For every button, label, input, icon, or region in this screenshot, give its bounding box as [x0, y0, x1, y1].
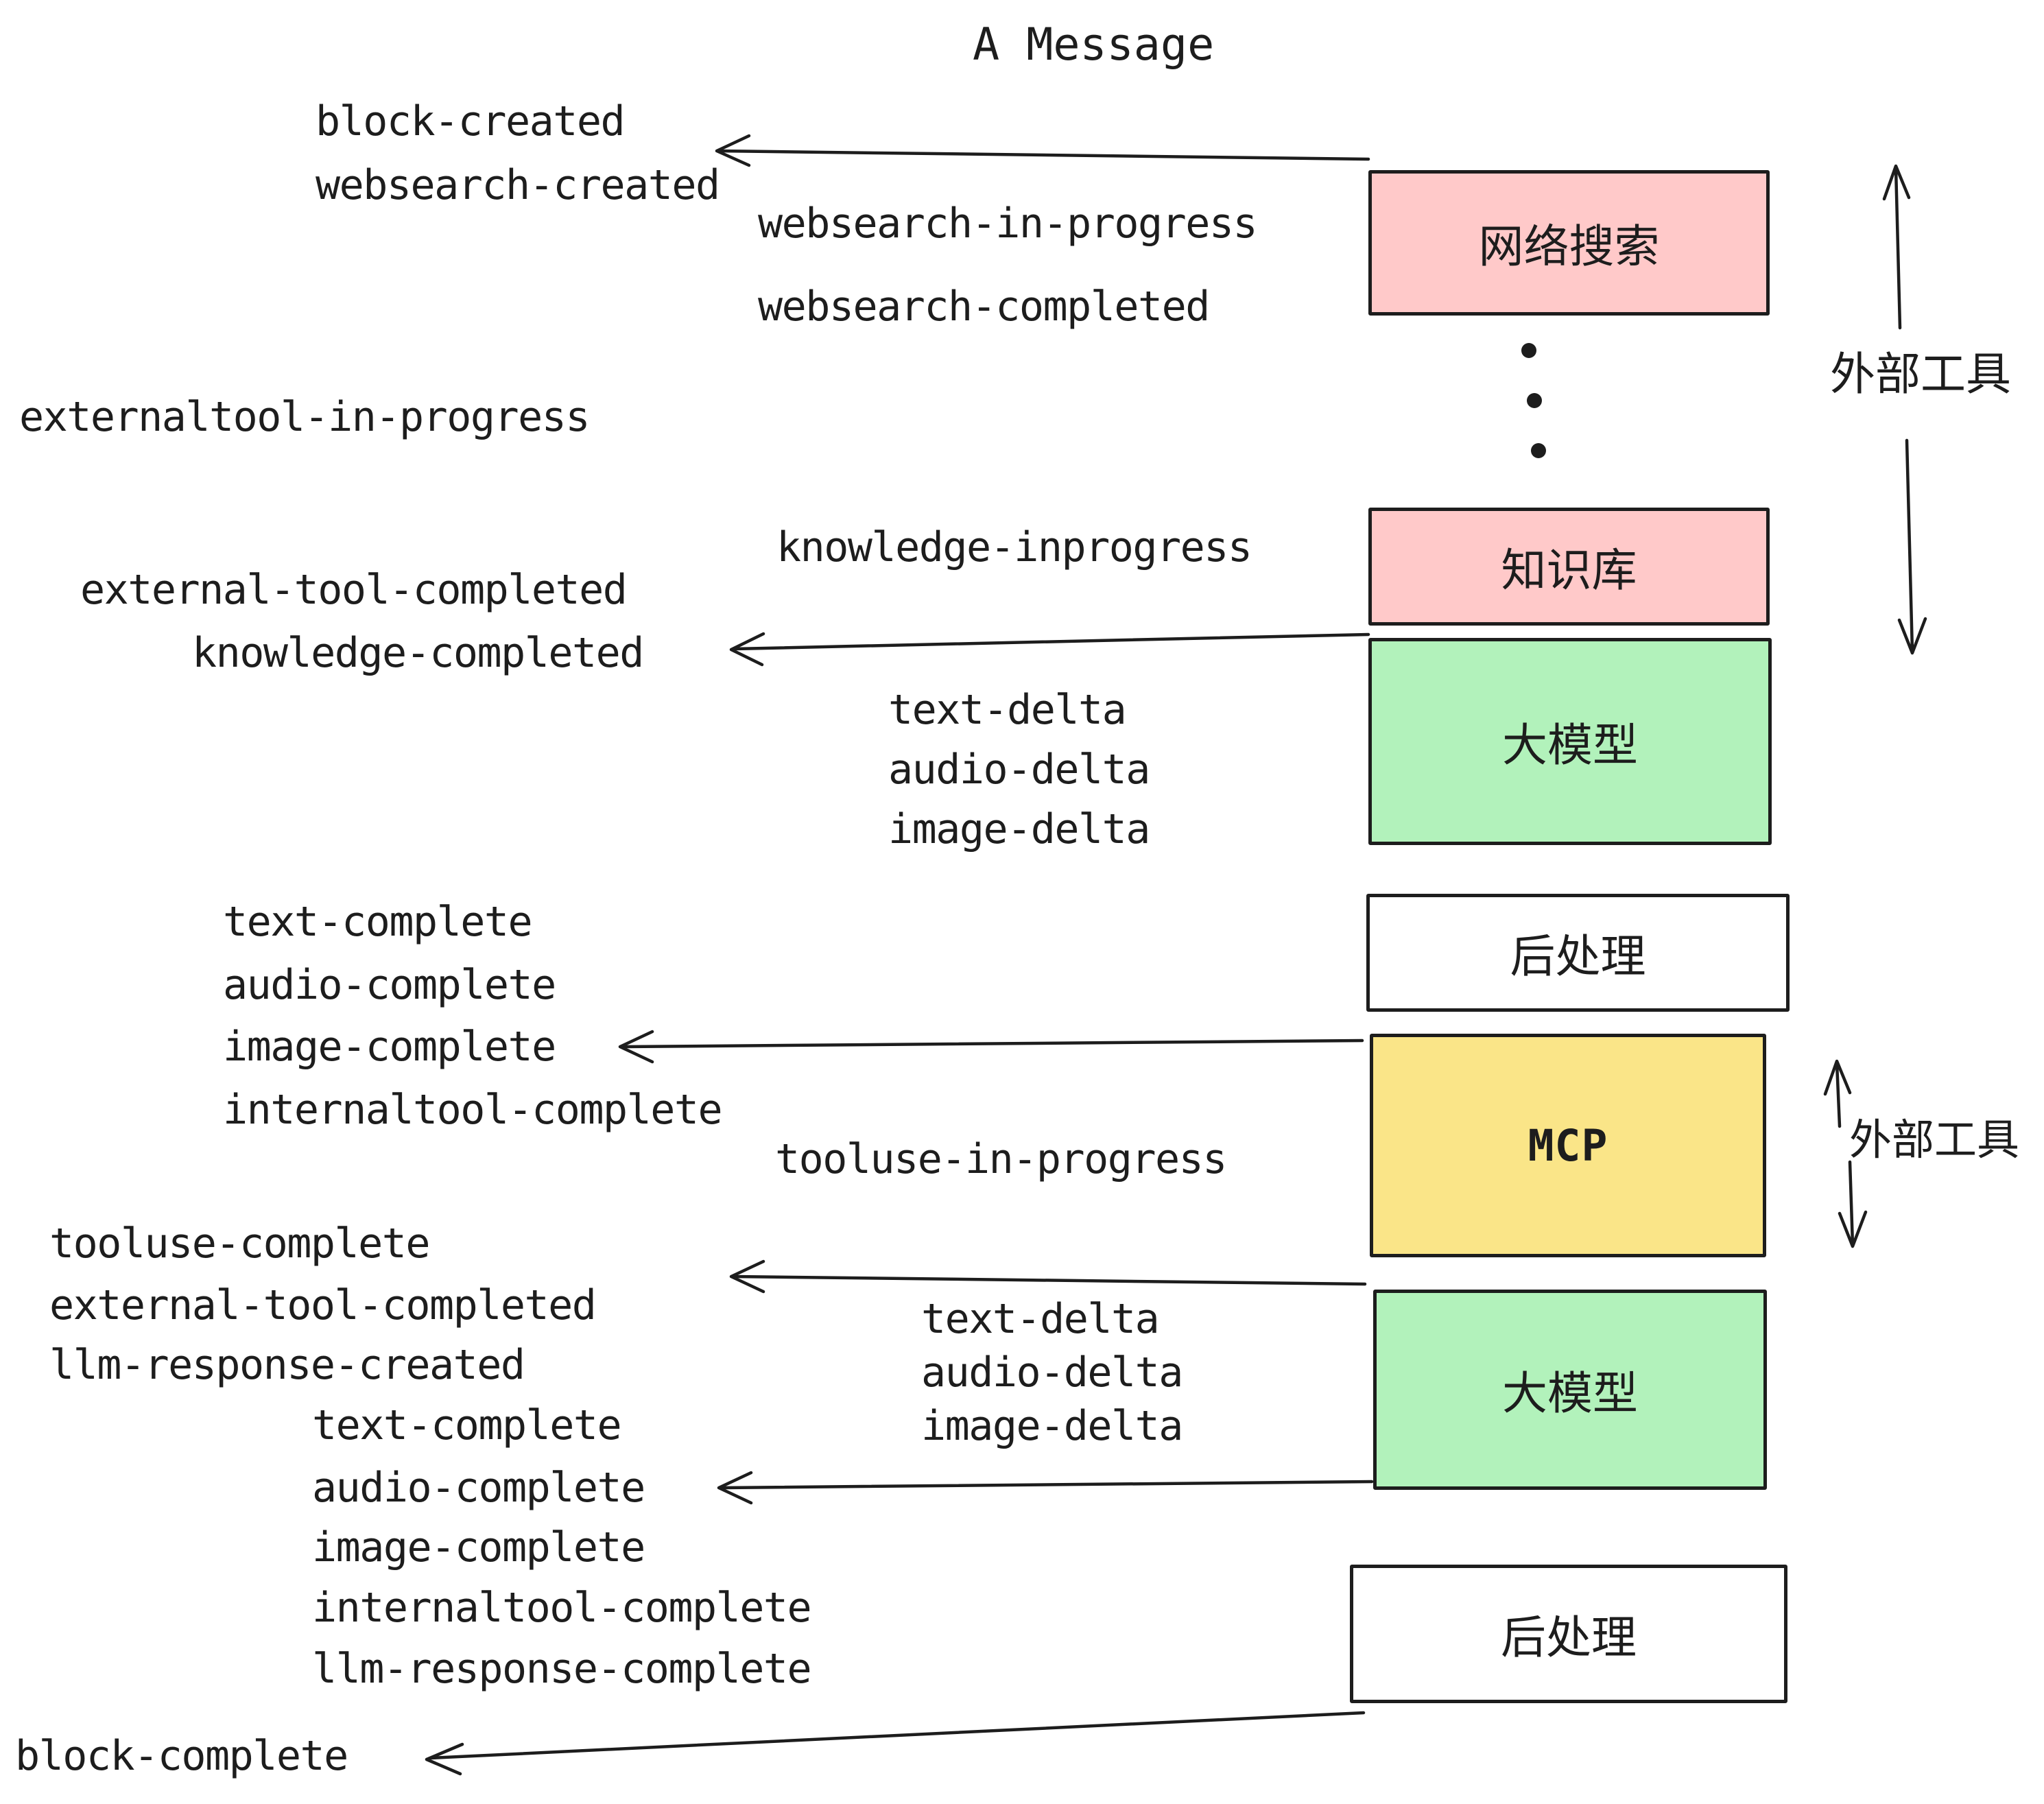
event-external-tool-completed-1: external-tool-completed [80, 566, 628, 614]
event-audio-complete-1: audio-complete [223, 961, 556, 1009]
event-block-created: block-created [316, 97, 626, 145]
external-tools-down-arrow-1 [1897, 438, 1927, 655]
box-postprocess-2-label: 后处理 [1501, 1612, 1637, 1663]
box-websearch: 网络搜索 [1368, 170, 1770, 316]
event-llm-response-created: llm-response-created [49, 1341, 525, 1389]
event-audio-delta-2: audio-delta [921, 1349, 1183, 1397]
event-tooluse-in-progress: tooluse-in-progress [775, 1135, 1227, 1183]
box-postprocess-1-label: 后处理 [1510, 931, 1646, 982]
event-block-complete: block-complete [15, 1732, 348, 1780]
event-text-complete-1: text-complete [223, 898, 533, 946]
event-image-delta-2: image-delta [921, 1402, 1183, 1450]
external-tools-label-2: 外部工具 [1849, 1117, 2020, 1164]
box-llm-1-label: 大模型 [1502, 720, 1638, 770]
box-llm-2: 大模型 [1373, 1290, 1767, 1490]
ellipsis-dots [1521, 343, 1546, 458]
event-text-complete-2: text-complete [312, 1401, 622, 1449]
event-text-delta-1: text-delta [888, 686, 1127, 734]
box-knowledge-base-label: 知识库 [1501, 545, 1637, 595]
event-externaltool-in-progress: externaltool-in-progress [19, 393, 590, 441]
arrow-tooluse-complete [729, 1259, 1367, 1294]
event-audio-delta-1: audio-delta [888, 746, 1150, 794]
arrow-audio-complete [717, 1471, 1374, 1505]
event-knowledge-completed: knowledge-completed [192, 629, 644, 677]
page-title: A Message [973, 19, 1215, 71]
box-postprocess-2: 后处理 [1350, 1565, 1787, 1703]
event-external-tool-completed-2: external-tool-completed [49, 1281, 597, 1329]
event-internaltool-complete-2: internaltool-complete [312, 1584, 812, 1632]
event-knowledge-inprogress: knowledge-inprogress [776, 523, 1252, 571]
event-llm-response-complete: llm-response-complete [312, 1645, 812, 1693]
event-image-complete-2: image-complete [312, 1523, 645, 1571]
event-websearch-in-progress: websearch-in-progress [758, 200, 1258, 248]
arrow-image-complete [618, 1030, 1364, 1064]
box-postprocess-1: 后处理 [1366, 894, 1790, 1012]
event-text-delta-2: text-delta [921, 1295, 1160, 1343]
arrow-block-complete [425, 1711, 1366, 1776]
box-knowledge-base: 知识库 [1368, 508, 1770, 626]
box-mcp-label: MCP [1528, 1120, 1608, 1171]
box-mcp: MCP [1370, 1034, 1766, 1257]
external-tools-up-arrow-2 [1823, 1059, 1852, 1128]
external-tools-up-arrow-1 [1882, 164, 1911, 330]
box-llm-2-label: 大模型 [1502, 1368, 1638, 1419]
box-websearch-label: 网络搜索 [1478, 221, 1660, 272]
external-tools-down-arrow-2 [1838, 1160, 1868, 1248]
box-llm-1: 大模型 [1368, 638, 1772, 845]
event-image-complete-1: image-complete [223, 1023, 556, 1071]
event-websearch-completed: websearch-completed [758, 283, 1210, 331]
event-image-delta-1: image-delta [888, 805, 1150, 853]
external-tools-label-1: 外部工具 [1830, 348, 2011, 399]
event-tooluse-complete: tooluse-complete [49, 1220, 430, 1268]
event-audio-complete-2: audio-complete [312, 1464, 645, 1512]
event-websearch-created: websearch-created [316, 161, 720, 209]
arrow-websearch-created [715, 134, 1370, 167]
arrow-knowledge-completed [729, 632, 1370, 667]
event-internaltool-complete-1: internaltool-complete [223, 1086, 723, 1134]
